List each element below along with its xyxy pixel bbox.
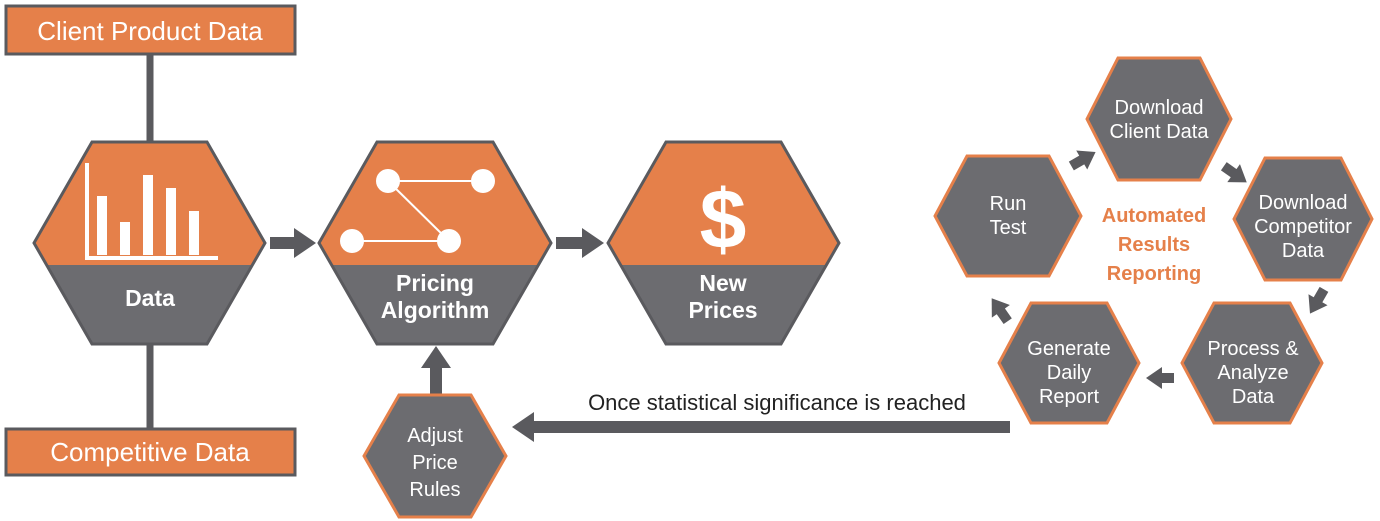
cycle-arrow-runtest-to-download-client (1068, 150, 1096, 171)
cycle-arrow-competitor-to-process (1308, 286, 1329, 314)
cycle-arrow-generate-to-runtest (991, 298, 1012, 325)
adjust-label-line1: Adjust (407, 425, 463, 447)
new-prices-label-line2: Prices (688, 297, 757, 323)
significance-note: Once statistical significance is reached (588, 390, 966, 415)
automated-results-reporting-line1: Automated (1102, 205, 1206, 227)
dollar-icon: $ (700, 172, 747, 266)
adjust-price-rules-hexagon: Adjust Price Rules (362, 393, 508, 519)
competitive-data-label: Competitive Data (50, 437, 250, 467)
arrow-adjust-to-pricing (421, 346, 451, 394)
download-competitor-data-hexagon: Download Competitor Data (1232, 156, 1374, 282)
bar-chart-icon (85, 163, 218, 260)
generate-line3: Report (1039, 386, 1099, 408)
new-prices-hexagon: $ New Prices (606, 140, 841, 346)
automated-results-reporting-line2: Results (1118, 234, 1190, 256)
cycle-arrow-process-to-generate (1146, 367, 1174, 389)
adjust-label-line3: Rules (409, 479, 460, 501)
run-test-hexagon: Run Test (933, 154, 1083, 278)
process-line3: Data (1232, 386, 1275, 408)
network-nodes-icon (340, 169, 495, 253)
download-client-line2: Client Data (1110, 121, 1210, 143)
process-line2: Analyze (1217, 362, 1288, 384)
data-hexagon: Data (32, 140, 267, 346)
client-product-data-box: Client Product Data (4, 4, 297, 56)
run-test-line2: Test (990, 217, 1027, 239)
download-client-data-hexagon: Download Client Data (1085, 56, 1233, 182)
cycle-arrow-download-client-to-competitor (1220, 162, 1247, 183)
data-hexagon-label: Data (125, 285, 175, 311)
pricing-label-line1: Pricing (396, 270, 474, 296)
client-product-data-label: Client Product Data (37, 16, 263, 46)
generate-line2: Daily (1047, 362, 1091, 384)
competitive-data-box: Competitive Data (4, 427, 297, 477)
download-competitor-line1: Download (1259, 192, 1348, 214)
generate-daily-report-hexagon: Generate Daily Report (997, 301, 1141, 425)
download-client-line1: Download (1115, 97, 1204, 119)
download-competitor-line2: Competitor (1254, 216, 1352, 238)
automated-results-reporting-line3: Reporting (1107, 263, 1201, 285)
process-line1: Process & (1207, 338, 1299, 360)
arrow-report-to-adjust (512, 412, 1010, 442)
process-analyze-data-hexagon: Process & Analyze Data (1180, 301, 1324, 425)
generate-line1: Generate (1027, 338, 1110, 360)
pricing-algorithm-hexagon: Pricing Algorithm (317, 140, 553, 346)
download-competitor-line3: Data (1282, 240, 1325, 262)
pricing-label-line2: Algorithm (381, 297, 490, 323)
arrow-data-to-pricing (270, 228, 316, 258)
new-prices-label-line1: New (699, 270, 746, 296)
run-test-line1: Run (990, 193, 1027, 215)
arrow-pricing-to-new-prices (556, 228, 604, 258)
adjust-label-line2: Price (412, 452, 458, 474)
